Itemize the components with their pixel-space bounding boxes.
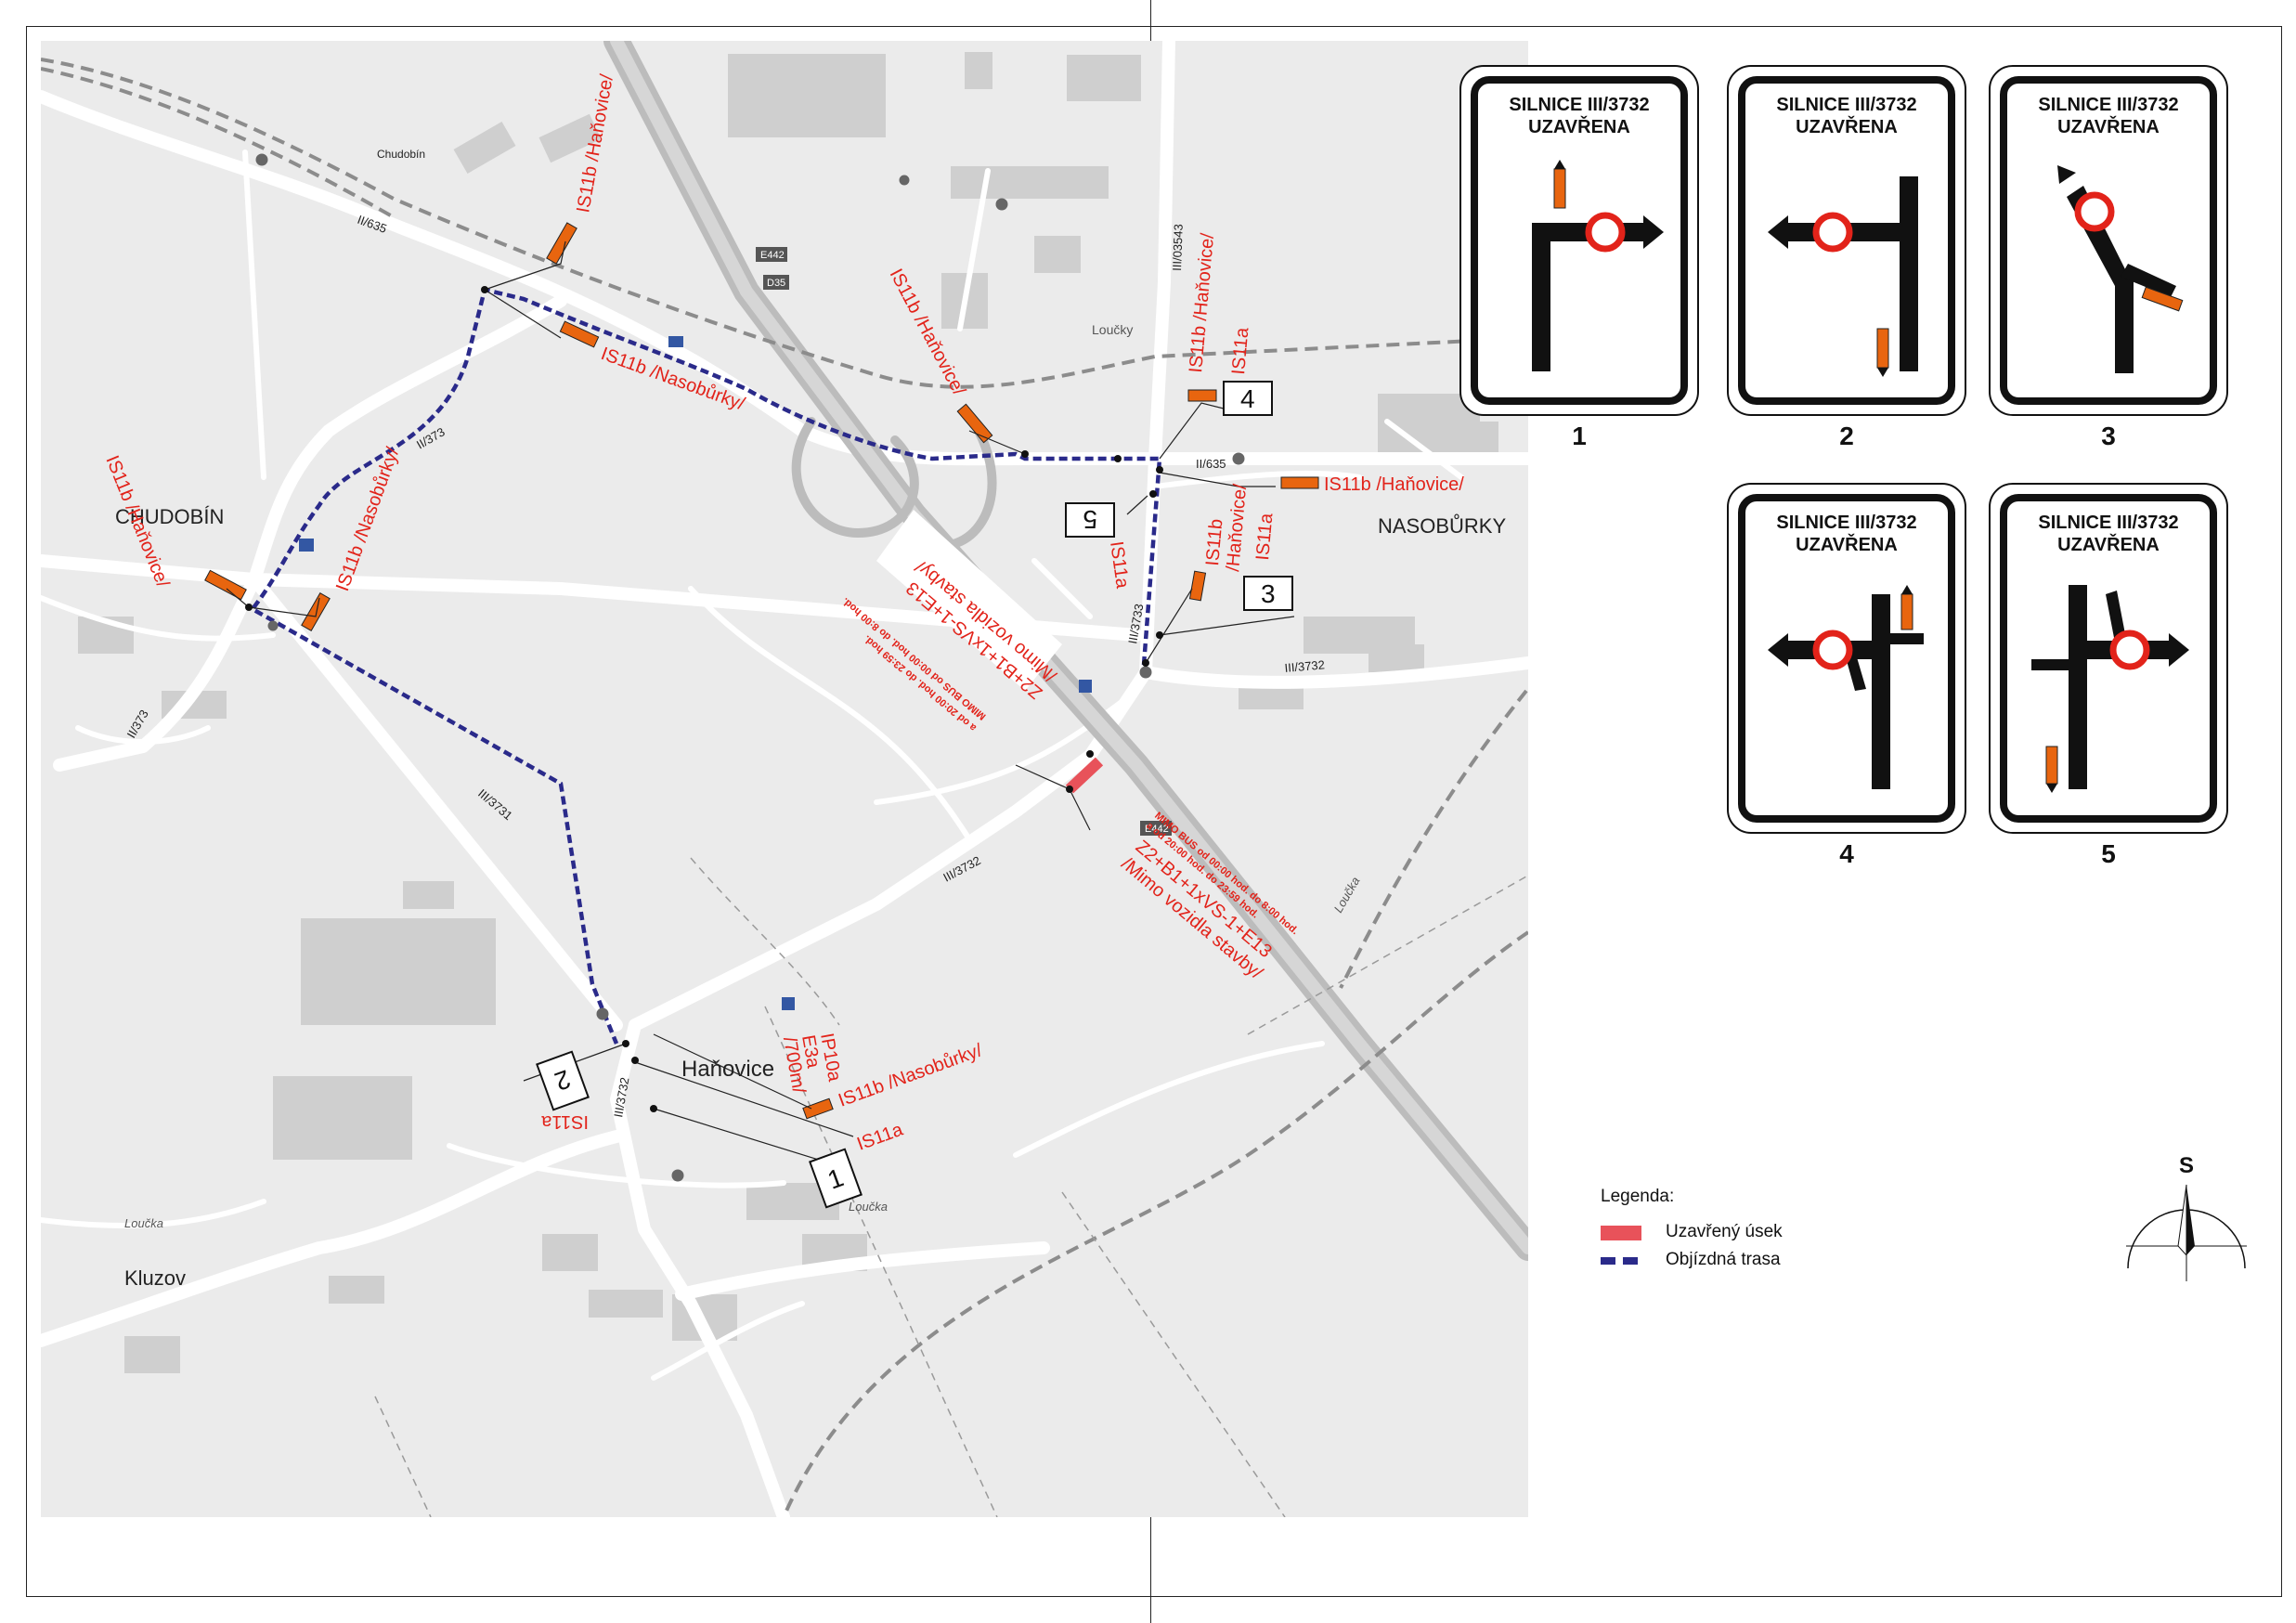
sign-markers xyxy=(204,222,1319,1120)
sign-number-2: 2 xyxy=(1839,422,1854,450)
sign-diagram xyxy=(1532,160,1664,371)
sign-title: SILNICE III/3732 xyxy=(2038,513,2179,533)
minor-roads xyxy=(41,149,1464,1381)
sign-number-5: 5 xyxy=(2101,839,2116,868)
north-label: S xyxy=(2178,1153,2194,1178)
legend-title: Legenda: xyxy=(1601,1187,1675,1206)
callout-is11a-c: IS11a xyxy=(1252,512,1277,561)
sign-diagram xyxy=(1768,585,1924,789)
junction-dots xyxy=(245,286,1163,1112)
road-e442-north: E442 xyxy=(760,250,785,261)
numbered-boxes: 1 2 3 4 5 xyxy=(536,381,1293,1209)
bus-stop-icon xyxy=(255,153,268,166)
place-kluzov: Kluzov xyxy=(124,1266,186,1290)
callout-band xyxy=(876,510,1062,691)
stream-loucka-2: Loučka xyxy=(849,1200,888,1214)
parking-icon xyxy=(1079,680,1092,693)
callout-is11b-hanovice-c1: IS11b xyxy=(1202,518,1226,567)
parking-icon xyxy=(299,539,314,552)
detour-sign-3: SILNICE III/3732 UZAVŘENA xyxy=(1989,65,2228,416)
svg-text:5: 5 xyxy=(1083,505,1097,534)
info-icon xyxy=(899,175,910,186)
legend-label: Objízdná trasa xyxy=(1666,1250,1781,1269)
detour-route xyxy=(249,287,1162,1045)
page-frame xyxy=(26,26,2282,1597)
place-chudobin-small: Chudobín xyxy=(377,148,425,161)
stream-loucka-1: Loučka xyxy=(124,1216,163,1230)
map-icons xyxy=(255,153,1245,1182)
box-3: 3 xyxy=(1243,576,1293,611)
parking-icon xyxy=(782,997,795,1010)
road-iii-3732-south: III/3732 xyxy=(611,1076,631,1118)
road-ii-635-east: II/635 xyxy=(1196,457,1226,471)
place-loucky: Loučky xyxy=(1092,322,1133,337)
box-5: 5 xyxy=(1065,502,1115,538)
detour-sign-4: SILNICE III/3732 UZAVŘENA xyxy=(1727,483,1966,834)
legend-label: Uzavřený úsek xyxy=(1666,1222,1783,1241)
sign-border: SILNICE III/3732 UZAVŘENA xyxy=(2000,494,2217,823)
sign-title: SILNICE III/3732 xyxy=(1776,95,1917,115)
field-boundaries xyxy=(374,857,1527,1517)
svg-text:4: 4 xyxy=(1240,384,1255,413)
railways xyxy=(41,58,1528,1517)
post-icon xyxy=(267,620,279,631)
place-chudobin: CHUDOBÍN xyxy=(115,505,224,528)
north-arrow: S xyxy=(2126,1153,2247,1283)
sign-subtitle: UZAVŘENA xyxy=(1796,535,1898,555)
callout-is11a-n: IS11a xyxy=(1228,326,1252,375)
legend-swatch-detour xyxy=(1601,1257,1641,1265)
sign-border: SILNICE III/3732 UZAVŘENA xyxy=(1738,494,1955,823)
road-iii-3733: III/3733 xyxy=(1125,603,1146,644)
parking-icon xyxy=(668,336,683,347)
motorway-shields: E442 D35 E442 xyxy=(756,247,1172,836)
sign-number-3: 3 xyxy=(2101,422,2116,450)
sign-diagram xyxy=(1768,176,1918,377)
detour-sign-2: SILNICE III/3732 UZAVŘENA xyxy=(1727,65,1966,416)
compass-icon xyxy=(2126,1184,2247,1281)
callout-is11b-hanovice-e: IS11b /Haňovice/ xyxy=(1324,474,1464,495)
sign-number-1: 1 xyxy=(1572,422,1587,450)
map-canvas[interactable]: Chudobín CHUDOBÍN Loučky NASOBŮRKY Haňov… xyxy=(41,41,1528,1517)
box-1: 1 xyxy=(809,1148,863,1209)
road-d35: D35 xyxy=(767,278,785,289)
detour-sign-5: SILNICE III/3732 UZAVŘENA xyxy=(1989,483,2228,834)
sign-border: SILNICE III/3732 UZAVŘENA xyxy=(2000,76,2217,405)
road-e442-south: E442 xyxy=(1145,824,1169,835)
closed-section xyxy=(1065,757,1104,794)
box-4: 4 xyxy=(1223,381,1273,416)
svg-text:3: 3 xyxy=(1261,579,1276,608)
legend-swatch-closed xyxy=(1601,1226,1641,1240)
sign-subtitle: UZAVŘENA xyxy=(1528,117,1630,137)
sign-title: SILNICE III/3732 xyxy=(2038,95,2179,115)
road-iii-03543: III/03543 xyxy=(1170,224,1186,271)
sign-subtitle: UZAVŘENA xyxy=(2057,535,2160,555)
sign-title: SILNICE III/3732 xyxy=(1509,95,1650,115)
detour-sign-1: SILNICE III/3732 UZAVŘENA xyxy=(1459,65,1699,416)
sign-subtitle: UZAVŘENA xyxy=(1796,117,1898,137)
sign-border: SILNICE III/3732 UZAVŘENA xyxy=(1471,76,1688,405)
bus-stop-icon xyxy=(1232,452,1245,465)
road-iii-3732-east: III/3732 xyxy=(1284,657,1326,675)
sign-title: SILNICE III/3732 xyxy=(1776,513,1917,533)
sign-number-4: 4 xyxy=(1839,839,1854,868)
bus-stop-icon xyxy=(995,198,1008,211)
sign-subtitle: UZAVŘENA xyxy=(2057,117,2160,137)
sign-diagram xyxy=(2057,165,2184,373)
box-2: 2 xyxy=(536,1050,590,1111)
sign-diagram xyxy=(2031,585,2189,793)
place-nasoburky: NASOBŮRKY xyxy=(1378,514,1506,538)
bus-stop-icon xyxy=(596,1007,609,1020)
callout-is11a-sw: IS11a xyxy=(540,1111,589,1132)
church-icon xyxy=(671,1169,684,1182)
bus-stop-icon xyxy=(1139,666,1152,679)
sign-border: SILNICE III/3732 UZAVŘENA xyxy=(1738,76,1955,405)
